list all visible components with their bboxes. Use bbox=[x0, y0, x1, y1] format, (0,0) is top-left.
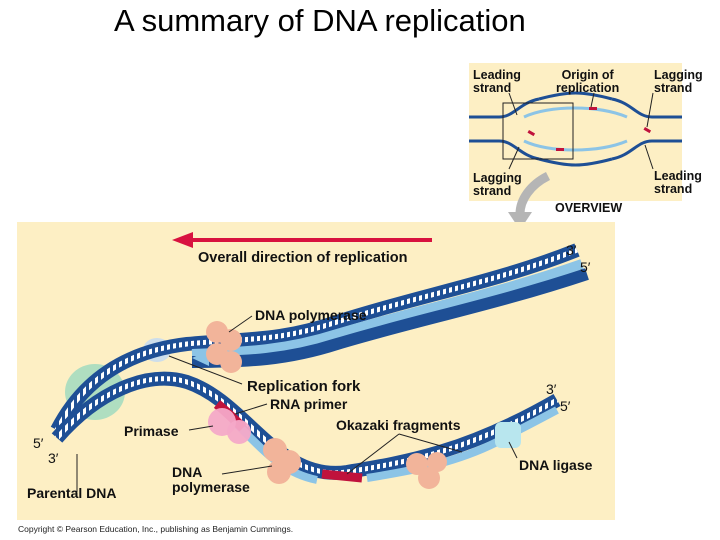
overview-leading-strand-top: Leading strand bbox=[473, 68, 521, 95]
end-3-mid: 3′ bbox=[546, 381, 557, 397]
page-title: A summary of DNA replication bbox=[114, 3, 526, 38]
rna-primer-label: RNA primer bbox=[270, 396, 348, 412]
overview-lagging-strand-top: Lagging strand bbox=[654, 68, 703, 95]
end-5-top: 5′ bbox=[580, 259, 591, 275]
primase-label: Primase bbox=[124, 423, 179, 439]
overview-lagging-strand-bottom: Lagging strand bbox=[473, 171, 522, 198]
overview-origin-label: Origin of replication bbox=[556, 68, 620, 95]
overall-direction-label: Overall direction of replication bbox=[198, 250, 408, 266]
overview-panel bbox=[469, 63, 682, 201]
overview-leading-strand-bottom: Leading strand bbox=[654, 169, 702, 196]
main-diagram-panel bbox=[17, 222, 615, 520]
end-3-left: 3′ bbox=[48, 450, 59, 466]
overview-caption: OVERVIEW bbox=[555, 201, 623, 215]
replication-fork-label: Replication fork bbox=[247, 378, 361, 395]
end-5-left: 5′ bbox=[33, 435, 44, 451]
dna-polymerase-top-label: DNA polymerase bbox=[255, 307, 367, 323]
dna-polymerase-bottom-label: DNA polymerase bbox=[172, 464, 250, 495]
overview-diagram bbox=[469, 91, 682, 170]
end-3-top: 3′ bbox=[566, 242, 577, 258]
dna-polymerase-top-blob bbox=[206, 321, 242, 373]
dna-ligase-label: DNA ligase bbox=[519, 457, 593, 473]
parental-dna-label: Parental DNA bbox=[27, 485, 117, 501]
okazaki-fragments-label: Okazaki fragments bbox=[336, 417, 461, 433]
replication-fork-diagram bbox=[50, 232, 589, 492]
copyright-notice: Copyright © Pearson Education, Inc., pub… bbox=[18, 524, 294, 534]
end-5-mid: 5′ bbox=[560, 398, 571, 414]
